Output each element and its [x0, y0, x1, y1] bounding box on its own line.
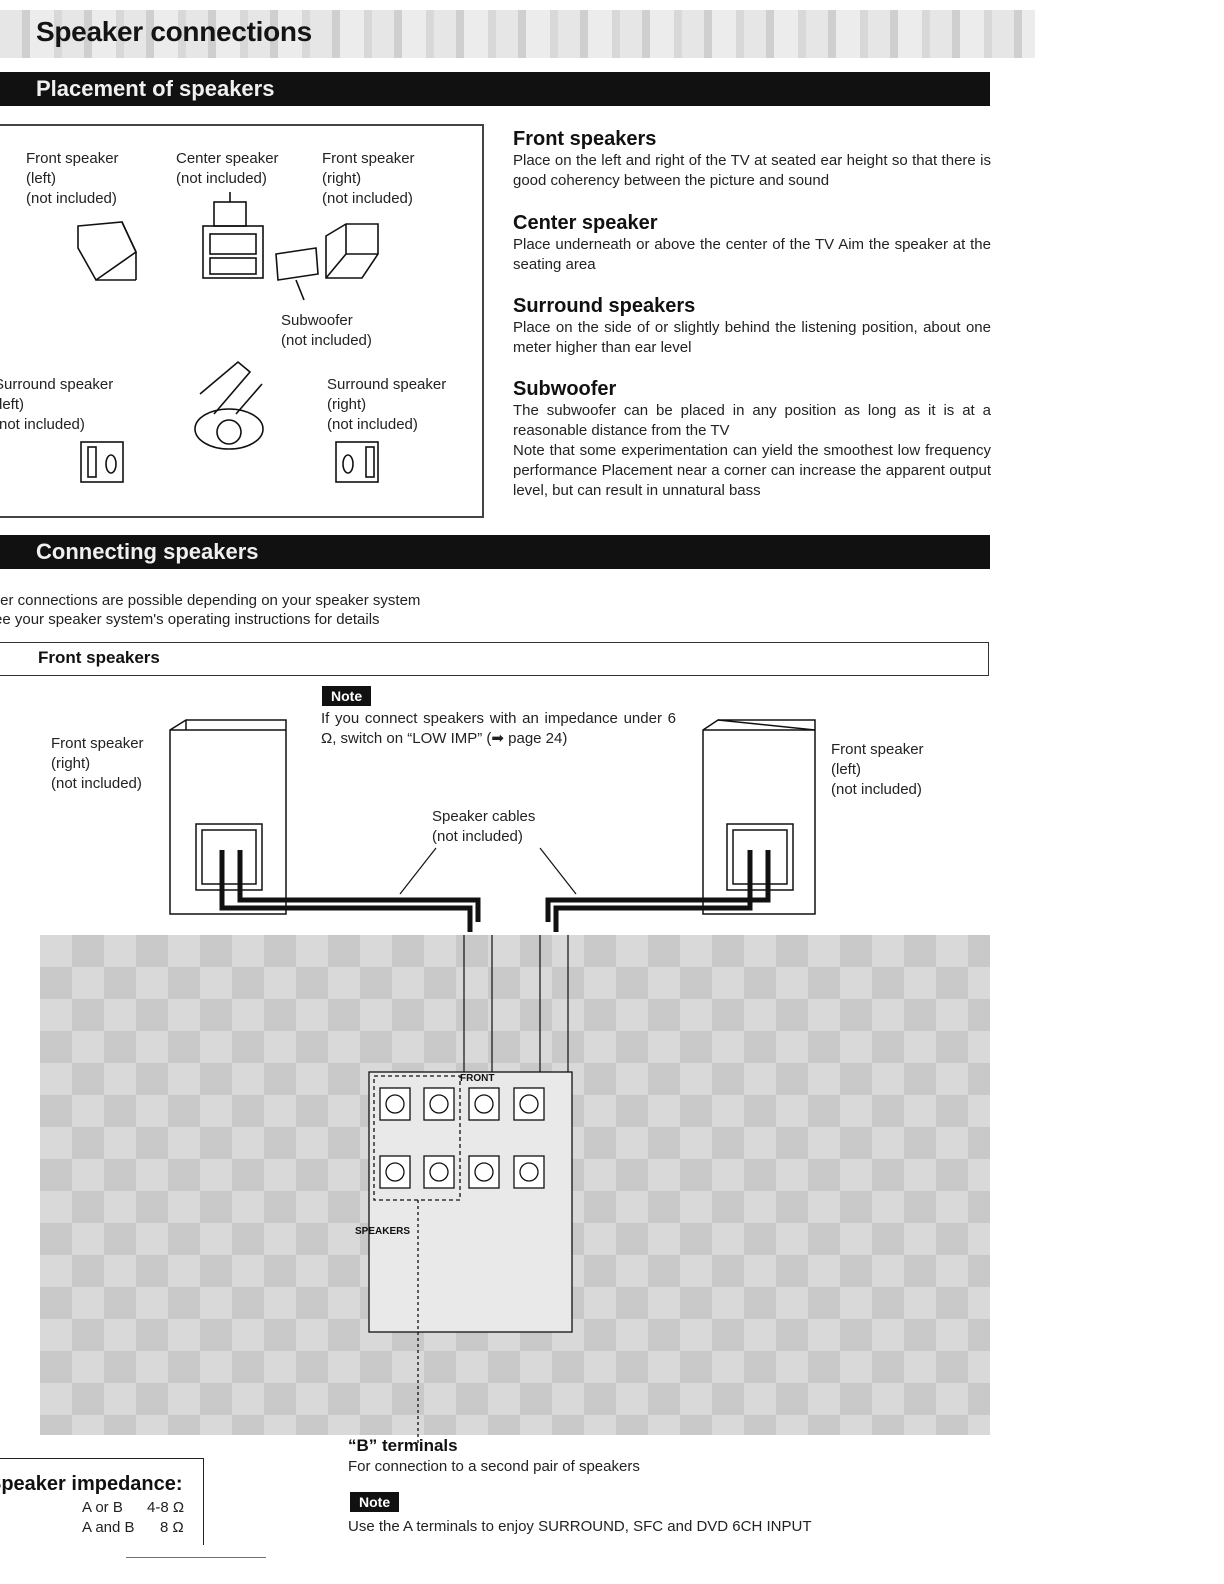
speaker-terminal-block: [368, 1071, 573, 1445]
label-speaker-cables: Speaker cables (not included): [432, 808, 536, 845]
label-front-left-speaker: Front speaker (left) (not included): [831, 741, 924, 798]
page-title: Speaker connections: [36, 16, 312, 47]
desc-heading-center: Center speaker: [513, 212, 658, 234]
b-terminals-text: For connection to a second pair of speak…: [348, 1458, 640, 1475]
desc-text-center: Place underneath or above the center of …: [513, 236, 991, 273]
impedance-row1-label: A or B: [82, 1499, 123, 1516]
speaker-cable-right: [219, 850, 481, 932]
desc-text-subwoofer: The subwoofer can be placed in any posit…: [513, 402, 991, 439]
front-left-speaker-icon: [77, 221, 138, 282]
impedance-box: [0, 1458, 204, 1545]
label-subwoofer: Subwoofer (not included): [281, 312, 372, 349]
desc-text-subwoofer-note: Note that some experimentation can yield…: [513, 442, 991, 499]
label-center: Center speaker (not included): [176, 150, 279, 187]
label-front-left: Front speaker (left) (not included): [26, 150, 119, 207]
placement-diagram-box: [0, 124, 484, 518]
impedance-row2-label: A and B: [82, 1519, 135, 1536]
impedance-title: Speaker impedance:: [0, 1473, 183, 1495]
section-title-placement: Placement of speakers: [36, 76, 275, 101]
front-speakers-tab: [0, 642, 989, 676]
desc-heading-front: Front speakers: [513, 128, 657, 150]
section-title-connecting: Connecting speakers: [36, 539, 259, 564]
connection-diagram: [169, 719, 816, 1445]
label-front-right: Front speaker (right) (not included): [322, 150, 415, 207]
speakers-terminal-label: SPEAKERS: [355, 1226, 411, 1237]
intro-line-1: Other connections are possible depending…: [0, 592, 421, 609]
desc-heading-surround: Surround speakers: [513, 295, 696, 317]
label-surround-right: Surround speaker (right) (not included): [327, 376, 447, 433]
title-band: [0, 10, 1035, 58]
note-badge: Note: [322, 686, 372, 706]
label-surround-left: Surround speaker (left) (not included): [0, 376, 114, 433]
note2-badge: Note: [350, 1492, 400, 1512]
footer-rule: [126, 1557, 266, 1558]
impedance-row1-value: 4-8 Ω: [147, 1499, 185, 1516]
listener-icon: [194, 360, 264, 450]
label-front-right-speaker: Front speaker (right) (not included): [51, 735, 144, 792]
surround-left-speaker-icon: [80, 441, 124, 483]
note2-text: Use the A terminals to enjoy SURROUND, S…: [348, 1518, 812, 1535]
desc-text-front: Place on the left and right of the TV at…: [513, 152, 991, 189]
speaker-cable-left: [545, 850, 771, 932]
desc-heading-subwoofer: Subwoofer: [513, 378, 617, 400]
front-speakers-tab-label: Front speakers: [38, 648, 160, 667]
surround-right-speaker-icon: [335, 441, 379, 483]
placement-illustration: [77, 192, 379, 483]
section-bar-connecting: [0, 535, 990, 569]
desc-text-surround: Place on the side of or slightly behind …: [513, 319, 991, 356]
impedance-row2-value: 8 Ω: [160, 1519, 184, 1536]
note-text: If you connect speakers with an impedanc…: [321, 710, 676, 747]
front-right-speaker-icon: [325, 223, 379, 279]
front-right-speaker-box: [169, 719, 287, 915]
front-left-speaker-box: [702, 719, 816, 915]
intro-line-2: See your speaker system's operating inst…: [0, 611, 380, 628]
section-bar-placement: [0, 72, 990, 106]
tv-center-speaker-icon: [202, 192, 264, 279]
subwoofer-icon: [275, 247, 319, 301]
front-terminal-label: FRONT: [460, 1073, 495, 1084]
b-terminals-title: “B” terminals: [348, 1436, 458, 1455]
